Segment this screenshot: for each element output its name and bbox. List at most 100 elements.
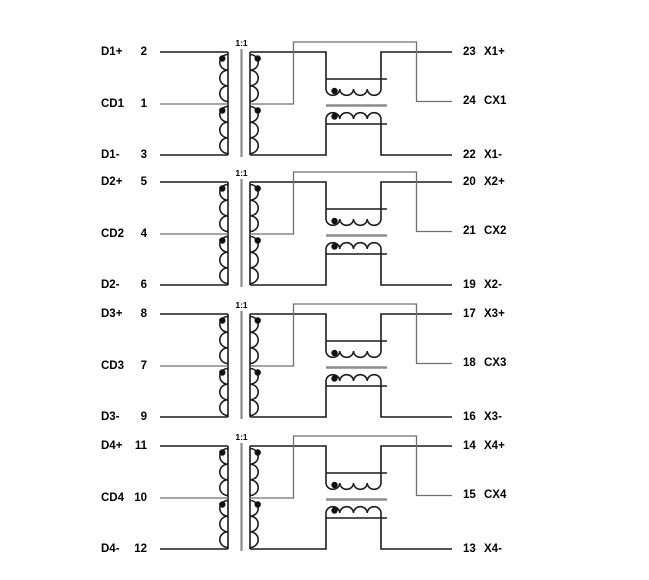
pin-number: 3	[140, 148, 147, 161]
pin-name: X3-	[484, 410, 502, 423]
pin-label-left: D4- 12	[101, 543, 147, 556]
pin-name: D1+	[101, 45, 123, 58]
choke-bottom-right-link	[380, 119, 452, 156]
pin-name: D2-	[101, 278, 120, 291]
secondary-center-tap-route	[250, 171, 452, 235]
pin-number: 23	[463, 45, 476, 58]
choke-top-right-link	[380, 51, 452, 89]
pin-name: CX1	[484, 95, 507, 107]
secondary-winding	[249, 183, 259, 285]
pin-number: 21	[463, 225, 476, 237]
phase-dot	[254, 449, 261, 456]
choke-top-right-link	[380, 181, 452, 219]
pin-label-right: 15 CX4	[463, 489, 543, 502]
choke-winding-top	[325, 218, 382, 227]
choke-winding-bottom	[325, 373, 382, 382]
phase-dot	[254, 369, 261, 376]
pin-number: 6	[140, 278, 147, 291]
phase-dot	[219, 107, 226, 114]
phase-dot	[254, 237, 261, 244]
phase-dot	[219, 317, 226, 324]
choke-bottom-right-link	[380, 381, 452, 418]
choke-winding-top	[325, 482, 382, 491]
pin-number: 7	[140, 359, 147, 372]
choke-winding-top	[325, 88, 382, 97]
pin-label-left: CD2 4	[101, 228, 147, 241]
choke-top-left-link	[250, 445, 327, 483]
phase-dot	[331, 481, 338, 489]
pin-label-left: D1-3	[101, 149, 147, 162]
choke-winding-bottom	[325, 505, 382, 514]
choke-bottom-right-link	[380, 249, 452, 286]
pin-label-right: 16 X3-	[463, 411, 543, 424]
pin-number: 11	[134, 439, 147, 452]
phase-dot	[331, 87, 338, 95]
pin-name: X3+	[484, 307, 505, 320]
choke-bottom-left-link	[250, 381, 327, 418]
choke-winding-bottom	[325, 241, 382, 250]
pin-name: CD3	[101, 359, 125, 372]
pin-name: D3+	[101, 307, 123, 320]
pin-number: 12	[134, 542, 147, 555]
pin-name: CX2	[484, 225, 507, 237]
phase-dot	[331, 507, 338, 514]
pin-name: X1+	[484, 45, 505, 58]
pin-name: D3-	[101, 410, 120, 423]
pin-name: D4-	[101, 542, 120, 555]
phase-dot	[331, 243, 338, 250]
secondary-center-tap-route	[250, 41, 452, 105]
phase-dot	[331, 349, 338, 357]
choke-bottom-left-link	[250, 513, 327, 550]
pin-number: 2	[140, 45, 147, 58]
choke-bottom-left-link	[250, 249, 327, 286]
phase-dot	[219, 237, 226, 244]
phase-dot	[254, 317, 261, 324]
phase-dot	[219, 185, 226, 192]
pin-label-left: D4+ 11	[101, 440, 147, 453]
pin-number: 15	[463, 489, 476, 501]
pin-name: X4+	[484, 439, 505, 452]
pin-name: X1-	[484, 148, 502, 161]
pin-number: 1	[140, 97, 147, 110]
pin-name: X4-	[484, 542, 502, 555]
pin-name: D2+	[101, 175, 123, 188]
pin-name: X2-	[484, 278, 502, 291]
secondary-winding	[249, 315, 259, 417]
phase-dot	[219, 501, 226, 508]
primary-winding	[219, 447, 229, 549]
choke-winding-top	[325, 350, 382, 359]
pin-number: 4	[140, 227, 147, 240]
choke-bottom-left-link	[250, 119, 327, 156]
pin-name: CX3	[484, 357, 507, 369]
pin-label-right: 19 X2-	[463, 279, 543, 292]
pin-name: D4+	[101, 439, 123, 452]
phase-dot	[254, 55, 261, 62]
turns-ratio-label: 1:1	[235, 300, 248, 310]
choke-top-left-link	[250, 313, 327, 351]
pin-label-left: D1+ 2	[101, 46, 147, 59]
turns-ratio-label: 1:1	[235, 38, 248, 48]
pin-number: 19	[463, 278, 476, 291]
turns-ratio-label: 1:1	[235, 168, 248, 178]
phase-dot	[219, 449, 226, 456]
primary-winding	[219, 53, 229, 155]
phase-dot	[254, 185, 261, 192]
phase-dot	[254, 501, 261, 508]
pin-number: 9	[140, 410, 147, 423]
secondary-center-tap-route	[250, 435, 452, 499]
phase-dot	[219, 55, 226, 62]
pin-name: CD2	[101, 227, 125, 240]
pin-number: 14	[463, 439, 476, 452]
choke-top-left-link	[250, 181, 327, 219]
pin-number: 16	[463, 410, 476, 423]
primary-winding	[219, 315, 229, 417]
pin-name: CX4	[484, 489, 507, 501]
phase-dot	[219, 369, 226, 376]
choke-top-right-link	[380, 313, 452, 351]
choke-top-left-link	[250, 51, 327, 89]
pin-number: 17	[463, 307, 476, 320]
